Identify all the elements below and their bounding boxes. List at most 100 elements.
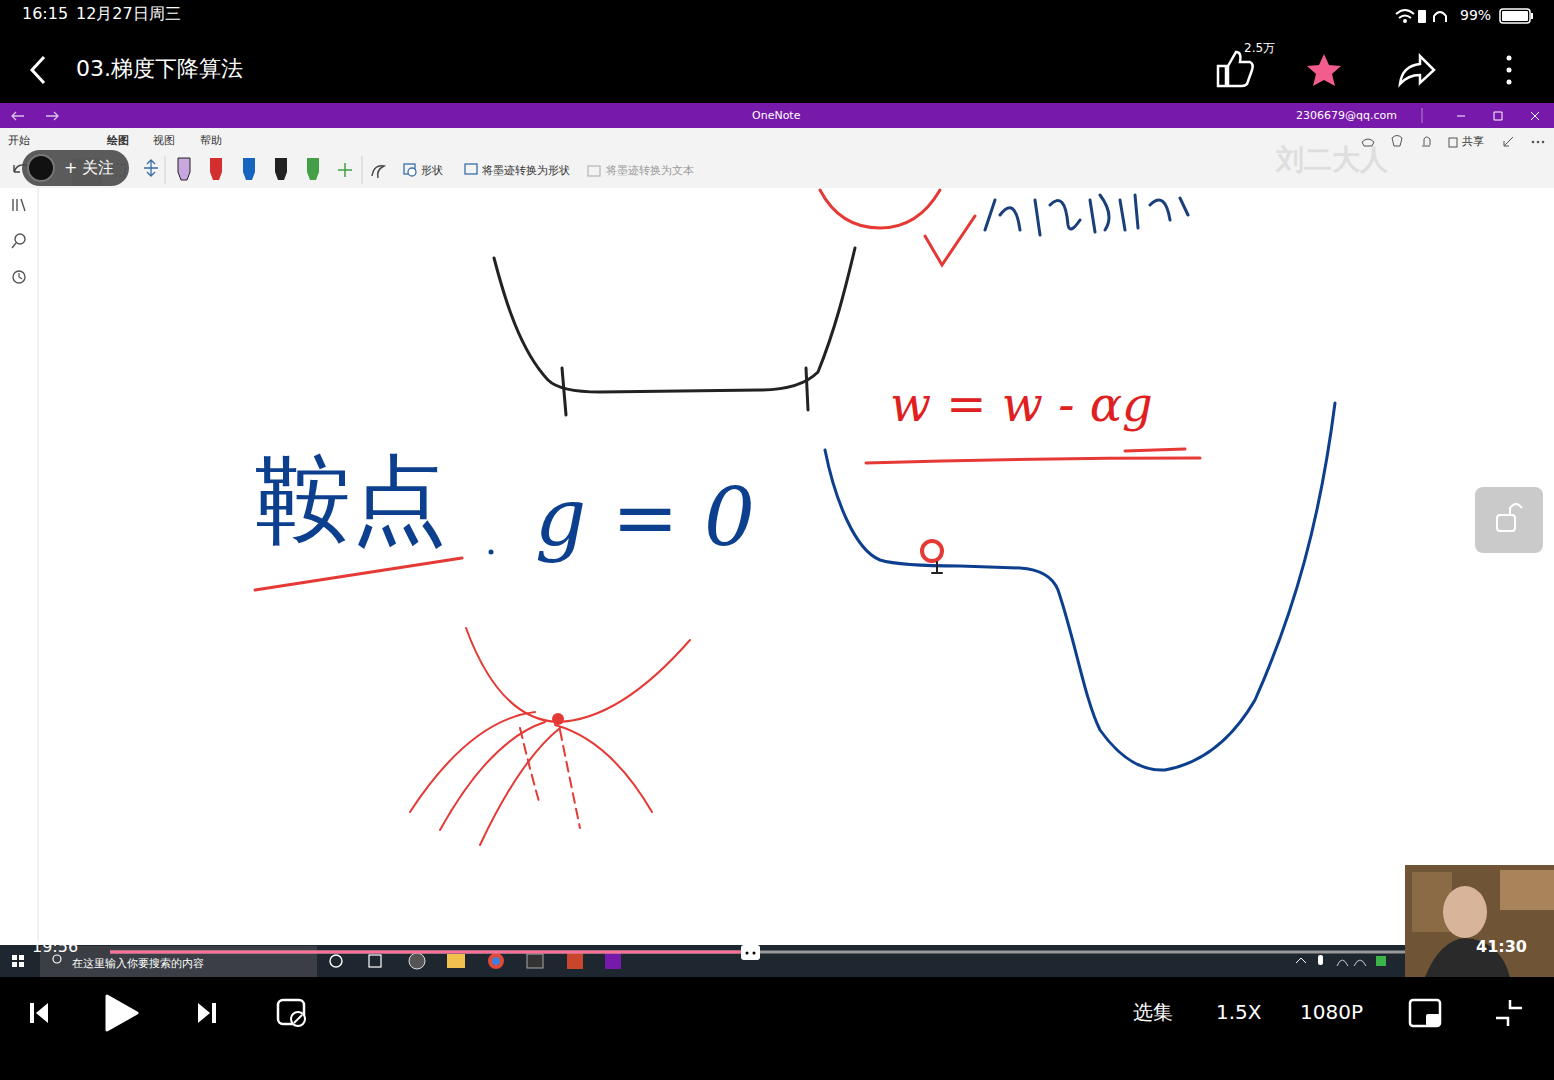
top-scribbles — [820, 190, 940, 228]
ribbon — [465, 164, 477, 174]
webcam-inset — [1443, 886, 1487, 938]
player-controls — [107, 996, 137, 1030]
like-count: 2.5万 — [1244, 42, 1275, 54]
ribbon — [1422, 137, 1430, 146]
ribbon — [275, 158, 287, 180]
app-top-bar — [0, 0, 1554, 103]
saddle-sketch — [255, 550, 690, 846]
top-scribbles — [985, 195, 1188, 235]
app-top-bar — [1531, 13, 1533, 19]
webcam-inset — [1405, 865, 1554, 977]
share-button-text: 共享 — [1462, 136, 1484, 147]
windows-taskbar — [1296, 958, 1306, 963]
saddle-sketch — [552, 713, 564, 725]
windows-taskbar — [330, 955, 342, 967]
windows-taskbar — [1376, 956, 1386, 966]
ribbon — [178, 158, 190, 180]
top-scribbles — [820, 190, 1188, 265]
windows-taskbar — [409, 953, 425, 969]
total-duration: 41:30 — [1476, 939, 1527, 955]
windows-taskbar — [605, 953, 621, 969]
update-rule-formula: w = w - αg — [890, 380, 1153, 428]
onenote-title-bar — [1422, 108, 1423, 123]
ribbon — [338, 163, 352, 177]
saddle-sketch — [520, 728, 580, 828]
player-controls — [1496, 1000, 1522, 1026]
ribbon — [1542, 141, 1545, 144]
saddle-sketch — [410, 712, 652, 845]
onenote-title-bar — [0, 103, 1554, 128]
app-top-bar — [1500, 9, 1530, 23]
ribbon-tab: 开始 — [8, 135, 30, 146]
onenote-title-bar — [1457, 112, 1539, 120]
onenote-title-bar — [12, 112, 58, 120]
ribbon — [0, 128, 1554, 188]
windows-taskbar — [488, 953, 504, 969]
webcam-inset — [1500, 870, 1554, 910]
ribbon — [307, 158, 319, 180]
taskbar-search-hint: 在这里输入你要搜索的内容 — [72, 958, 204, 969]
status-time: 16:15 — [22, 6, 68, 22]
saddle-sketch — [255, 558, 462, 590]
onenote-title-bar — [0, 103, 1554, 128]
saddle-sketch — [466, 628, 690, 722]
avatar-icon — [27, 154, 55, 182]
app-top-bar — [1507, 68, 1512, 73]
progress-bar — [746, 952, 749, 955]
current-time: 19:56 — [32, 939, 78, 955]
progress-bar — [753, 952, 756, 955]
webcam-inset — [1405, 865, 1554, 977]
ribbon-tab: 帮助 — [200, 135, 222, 146]
ball-marker — [922, 541, 942, 561]
ribbon — [362, 156, 363, 184]
windows-taskbar — [53, 955, 61, 963]
window-title: OneNote — [752, 110, 800, 121]
app-top-bar — [1403, 19, 1407, 23]
ribbon — [210, 158, 222, 180]
ribbon — [1504, 137, 1513, 146]
update-rule-underline — [866, 458, 1200, 463]
update-rule-underline — [1125, 449, 1185, 451]
ribbon — [0, 128, 1554, 188]
windows-taskbar — [12, 955, 17, 960]
ribbon — [1392, 136, 1402, 147]
app-top-bar — [0, 0, 1554, 103]
watermark: 刘二大人 — [1276, 146, 1388, 174]
follow-button: + 关注 — [22, 150, 129, 186]
ribbon — [408, 168, 416, 176]
button-label: + 关注 — [64, 160, 115, 176]
note-canvas — [0, 188, 1554, 945]
player-controls — [1410, 1000, 1440, 1026]
player-controls — [0, 977, 1554, 1080]
loss-curve — [932, 562, 942, 573]
unlock-button — [1510, 504, 1522, 515]
update-rule-underline — [866, 449, 1200, 463]
player-controls — [212, 1003, 216, 1023]
unlock-button — [1497, 515, 1515, 531]
app-top-bar — [1418, 10, 1426, 23]
flat-valley-curve — [494, 248, 855, 415]
ribbon-tab: 视图 — [153, 135, 175, 146]
player-controls — [294, 1015, 302, 1023]
ribbon-command-disabled: 将墨迹转换为文本 — [606, 165, 694, 176]
app-top-bar — [1507, 56, 1512, 61]
ribbon-tab: 绘图 — [107, 135, 129, 146]
windows-taskbar — [19, 962, 24, 967]
windows-taskbar — [19, 955, 24, 960]
ribbon — [243, 158, 255, 180]
app-top-bar — [32, 57, 44, 83]
windows-taskbar — [0, 945, 1554, 977]
windows-taskbar — [1337, 960, 1366, 966]
player-controls — [30, 1003, 34, 1023]
player-controls — [36, 1003, 48, 1023]
gradient-zero-note: g = 0 — [535, 478, 755, 558]
status-date: 12月27日周三 — [76, 6, 181, 22]
player-controls — [0, 977, 1554, 1080]
video-title: 03.梯度下降算法 — [76, 58, 243, 80]
flat-valley-curve — [562, 368, 808, 415]
playback-speed: 1.5X — [1216, 1002, 1262, 1022]
ribbon — [1537, 141, 1540, 144]
note-canvas — [38, 188, 39, 945]
note-canvas — [13, 199, 25, 211]
saddle-sketch — [489, 550, 494, 555]
